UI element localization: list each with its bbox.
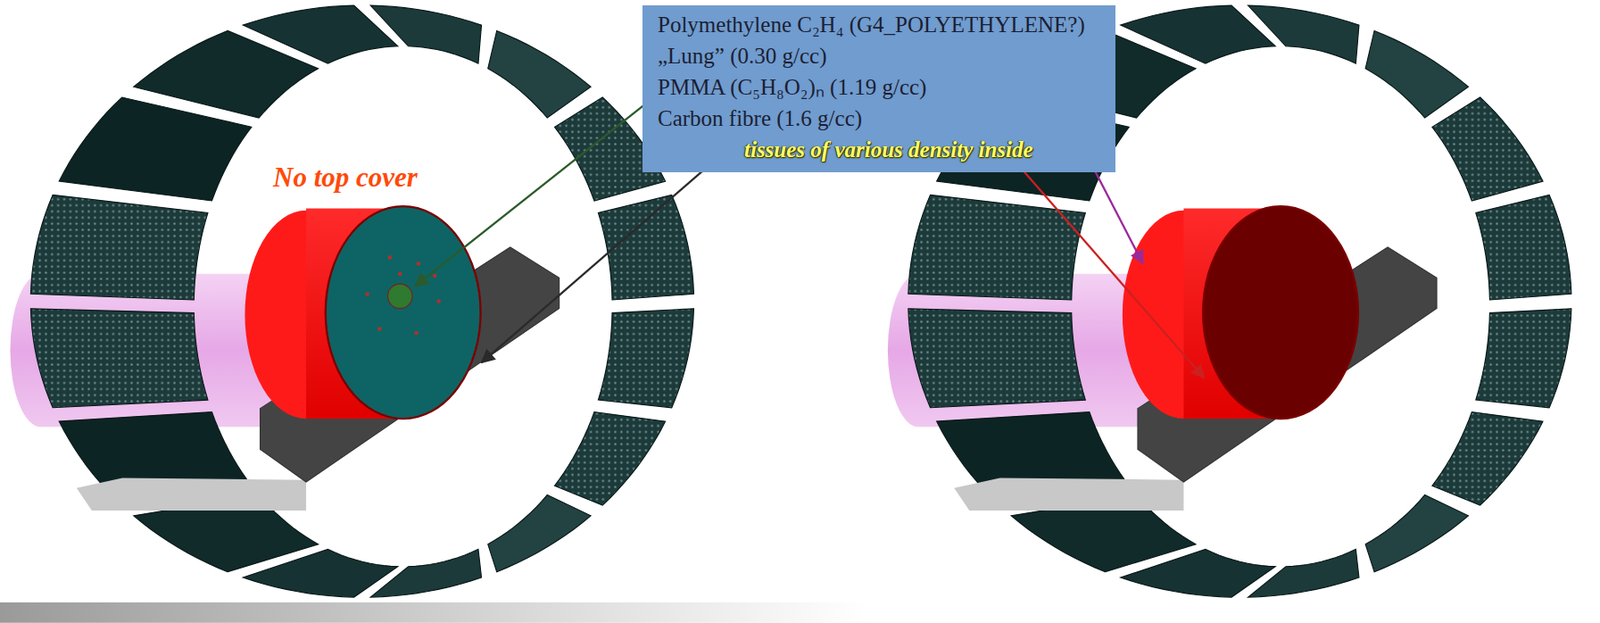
detector-module: [58, 97, 252, 201]
detector-module: [488, 30, 591, 118]
detector-module: [555, 412, 666, 506]
detector-module: [370, 5, 481, 64]
detector-module: [1432, 97, 1543, 201]
detector-module: [1475, 194, 1572, 300]
leader-arrow: [414, 82, 673, 287]
detector-module: [30, 194, 208, 300]
note-label: No top cover: [273, 161, 418, 194]
detector-module: [30, 308, 208, 408]
lung-insert: [388, 283, 413, 308]
scanner-view: [9, 5, 694, 597]
detector-module: [1365, 30, 1468, 118]
material-text: PMMA (C₅H₈O₂)ₙ (1.19 g/cc): [657, 71, 1086, 103]
leader-arrow: [481, 142, 736, 363]
detector-module: [597, 308, 694, 408]
detector-module: [1365, 495, 1468, 573]
detector-module: [1248, 5, 1360, 64]
material-text: Polymethylene C₂H₄ (G4_POLYETHYLENE?): [657, 8, 1086, 41]
detector-module: [597, 194, 694, 300]
callout-box: Polymethylene C₂H₄ (G4_POLYETHYLENE?)„Lu…: [642, 5, 1116, 173]
detector-module: [908, 308, 1087, 408]
phantom-face: [325, 206, 481, 419]
detector-module: [242, 5, 398, 64]
material-text: „Lung” (0.30 g/cc): [657, 40, 1086, 72]
material-text: tissues of various density inside: [744, 133, 1086, 166]
detector-module: [1120, 5, 1276, 64]
detector-module: [488, 495, 591, 573]
detector-module: [1475, 308, 1572, 408]
bed-edge: [953, 477, 1184, 511]
bed-edge: [76, 477, 307, 511]
photo-strip: [0, 602, 868, 623]
detector-module: [1432, 412, 1543, 506]
phantom-face: [1202, 206, 1359, 419]
material-text: Carbon fibre (1.6 g/cc): [657, 102, 1086, 134]
